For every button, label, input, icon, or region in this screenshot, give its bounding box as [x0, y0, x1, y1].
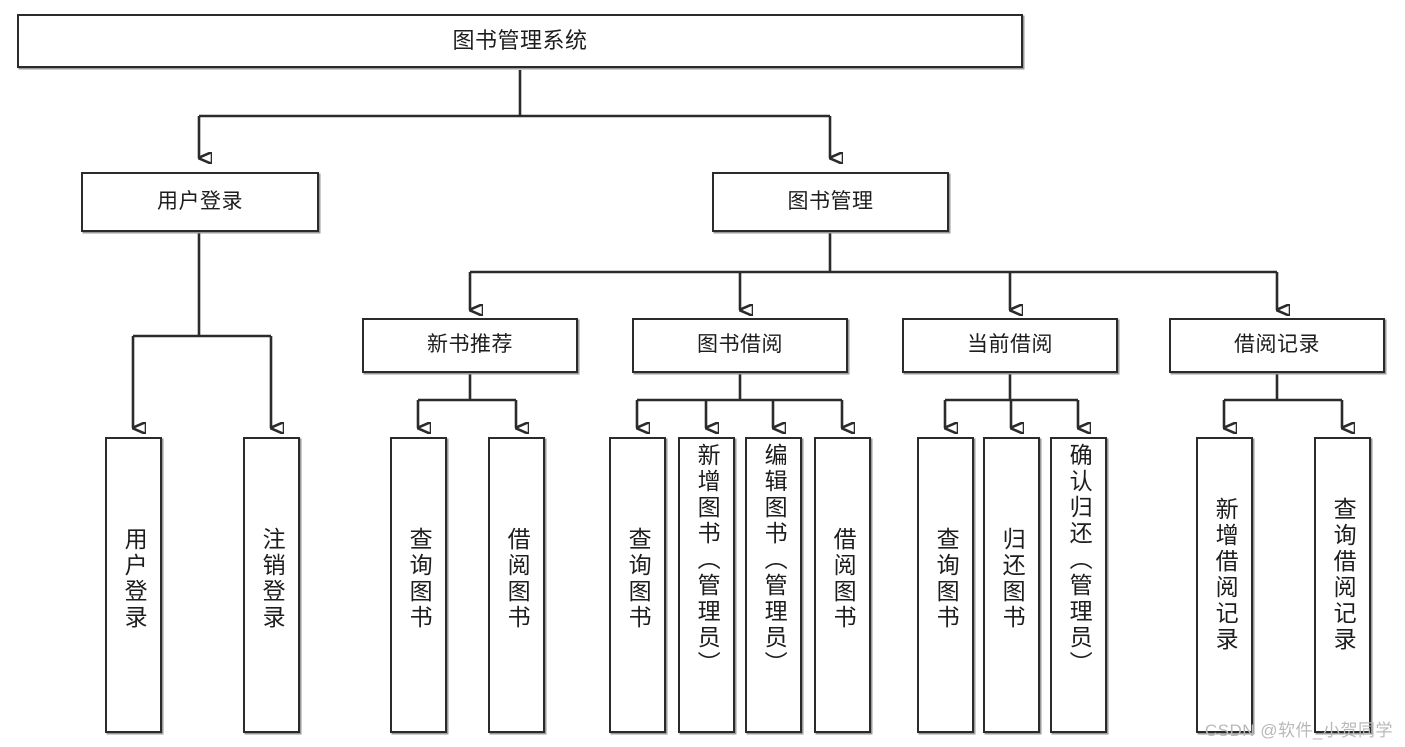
- leaf-book-borrow-query[interactable]: 查询图书: [609, 437, 666, 733]
- node-new-book-recommend[interactable]: 新书推荐: [362, 318, 578, 373]
- leaf-book-borrow-edit[interactable]: 编辑图书（管理员）: [745, 437, 802, 733]
- node-label: 编辑图书（管理员）: [761, 443, 788, 677]
- leaf-user-login-login[interactable]: 用户登录: [105, 437, 162, 733]
- node-label: 查询图书: [625, 527, 652, 631]
- node-label: 归还图书: [999, 527, 1026, 631]
- node-label: 图书借阅: [697, 333, 783, 357]
- node-current-borrow[interactable]: 当前借阅: [902, 318, 1118, 373]
- node-book-borrow[interactable]: 图书借阅: [632, 318, 848, 373]
- node-borrow-record[interactable]: 借阅记录: [1169, 318, 1385, 373]
- leaf-borrow-record-add[interactable]: 新增借阅记录: [1196, 437, 1253, 733]
- leaf-book-borrow-add[interactable]: 新增图书（管理员）: [678, 437, 735, 733]
- leaf-new-book-query[interactable]: 查询图书: [390, 437, 447, 733]
- leaf-book-borrow-borrow[interactable]: 借阅图书: [814, 437, 871, 733]
- node-label: 图书管理: [787, 189, 874, 213]
- leaf-current-borrow-query[interactable]: 查询图书: [917, 437, 974, 733]
- node-label: 新增图书（管理员）: [694, 443, 721, 677]
- node-label: 确认归还（管理员）: [1066, 443, 1093, 677]
- node-root-system[interactable]: 图书管理系统: [17, 14, 1023, 68]
- node-label: 查询图书: [933, 527, 960, 631]
- node-label: 查询借阅记录: [1330, 497, 1357, 653]
- leaf-current-borrow-return[interactable]: 归还图书: [983, 437, 1040, 733]
- node-label: 注销登录: [259, 527, 286, 631]
- node-label: 借阅图书: [504, 527, 531, 631]
- node-label: 新增借阅记录: [1212, 497, 1239, 653]
- node-label: 新书推荐: [427, 333, 513, 357]
- node-label: 借阅记录: [1234, 333, 1320, 357]
- watermark-text: CSDN @软件_小贺同学: [1204, 721, 1393, 740]
- node-label: 查询图书: [406, 527, 433, 631]
- node-label: 图书管理系统: [452, 28, 588, 54]
- leaf-user-login-logout[interactable]: 注销登录: [243, 437, 300, 733]
- node-book-manage[interactable]: 图书管理: [712, 172, 949, 232]
- leaf-current-borrow-confirm[interactable]: 确认归还（管理员）: [1050, 437, 1107, 733]
- leaf-borrow-record-query[interactable]: 查询借阅记录: [1314, 437, 1371, 733]
- node-label: 借阅图书: [830, 527, 857, 631]
- node-user-login[interactable]: 用户登录: [81, 172, 319, 232]
- node-label: 用户登录: [157, 189, 243, 213]
- node-label: 当前借阅: [967, 333, 1053, 357]
- node-label: 用户登录: [121, 527, 148, 631]
- leaf-new-book-borrow[interactable]: 借阅图书: [488, 437, 545, 733]
